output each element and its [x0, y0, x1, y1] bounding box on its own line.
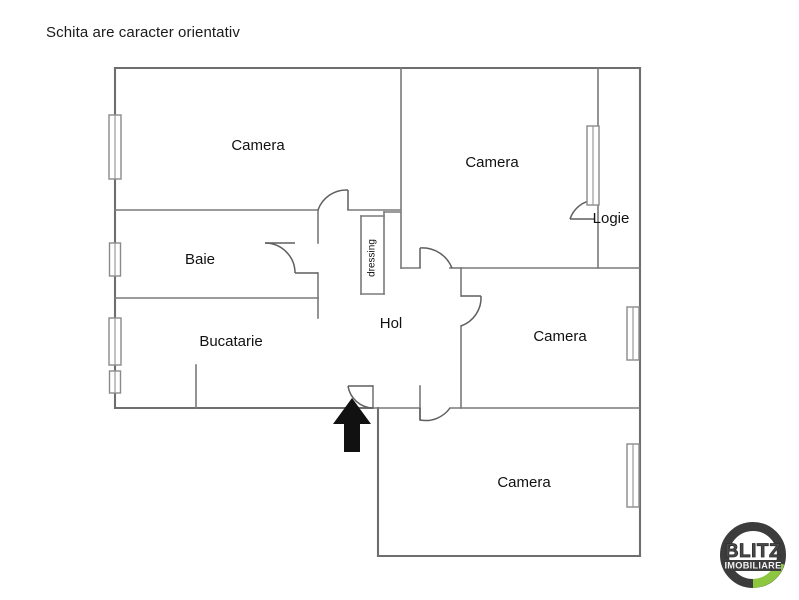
window-logie — [586, 125, 600, 206]
room-label-dressing: dressing — [367, 239, 378, 277]
logo-ring-dark — [720, 522, 786, 588]
room-labels: Camera Camera Baie Bucatarie dressing Ho… — [185, 137, 629, 491]
logo-subtitle-text: IMOBILIARE — [724, 561, 781, 571]
room-label-logie: Logie — [593, 210, 630, 227]
room-label-camera-mid-right: Camera — [533, 328, 587, 345]
room-label-hol: Hol — [380, 315, 403, 332]
brand-logo: BLITZ IMOBILIARE — [716, 519, 790, 591]
page-title: Schita are caracter orientativ — [46, 24, 240, 41]
windows — [108, 114, 640, 508]
logo-subtitle-bar — [725, 560, 781, 571]
window-baie — [108, 242, 122, 277]
interior-walls — [114, 67, 641, 421]
entrance-arrow — [333, 398, 371, 452]
room-label-camera-top-left: Camera — [231, 137, 285, 154]
window-camera-top-left — [108, 114, 122, 180]
exterior-walls — [113, 66, 642, 558]
room-label-bucatarie: Bucatarie — [199, 333, 262, 350]
doors — [264, 189, 595, 422]
window-bucatarie — [108, 317, 122, 366]
room-label-camera-top-right: Camera — [465, 154, 519, 171]
window-bucatarie-small — [108, 370, 122, 394]
brand-logo-svg: BLITZ IMOBILIARE — [720, 522, 786, 588]
room-label-baie: Baie — [185, 251, 215, 268]
window-camera-bottom-right — [626, 443, 640, 508]
window-camera-mid-right — [626, 306, 640, 361]
room-label-camera-bottom-right: Camera — [497, 474, 551, 491]
logo-brand-text: BLITZ — [725, 541, 781, 562]
